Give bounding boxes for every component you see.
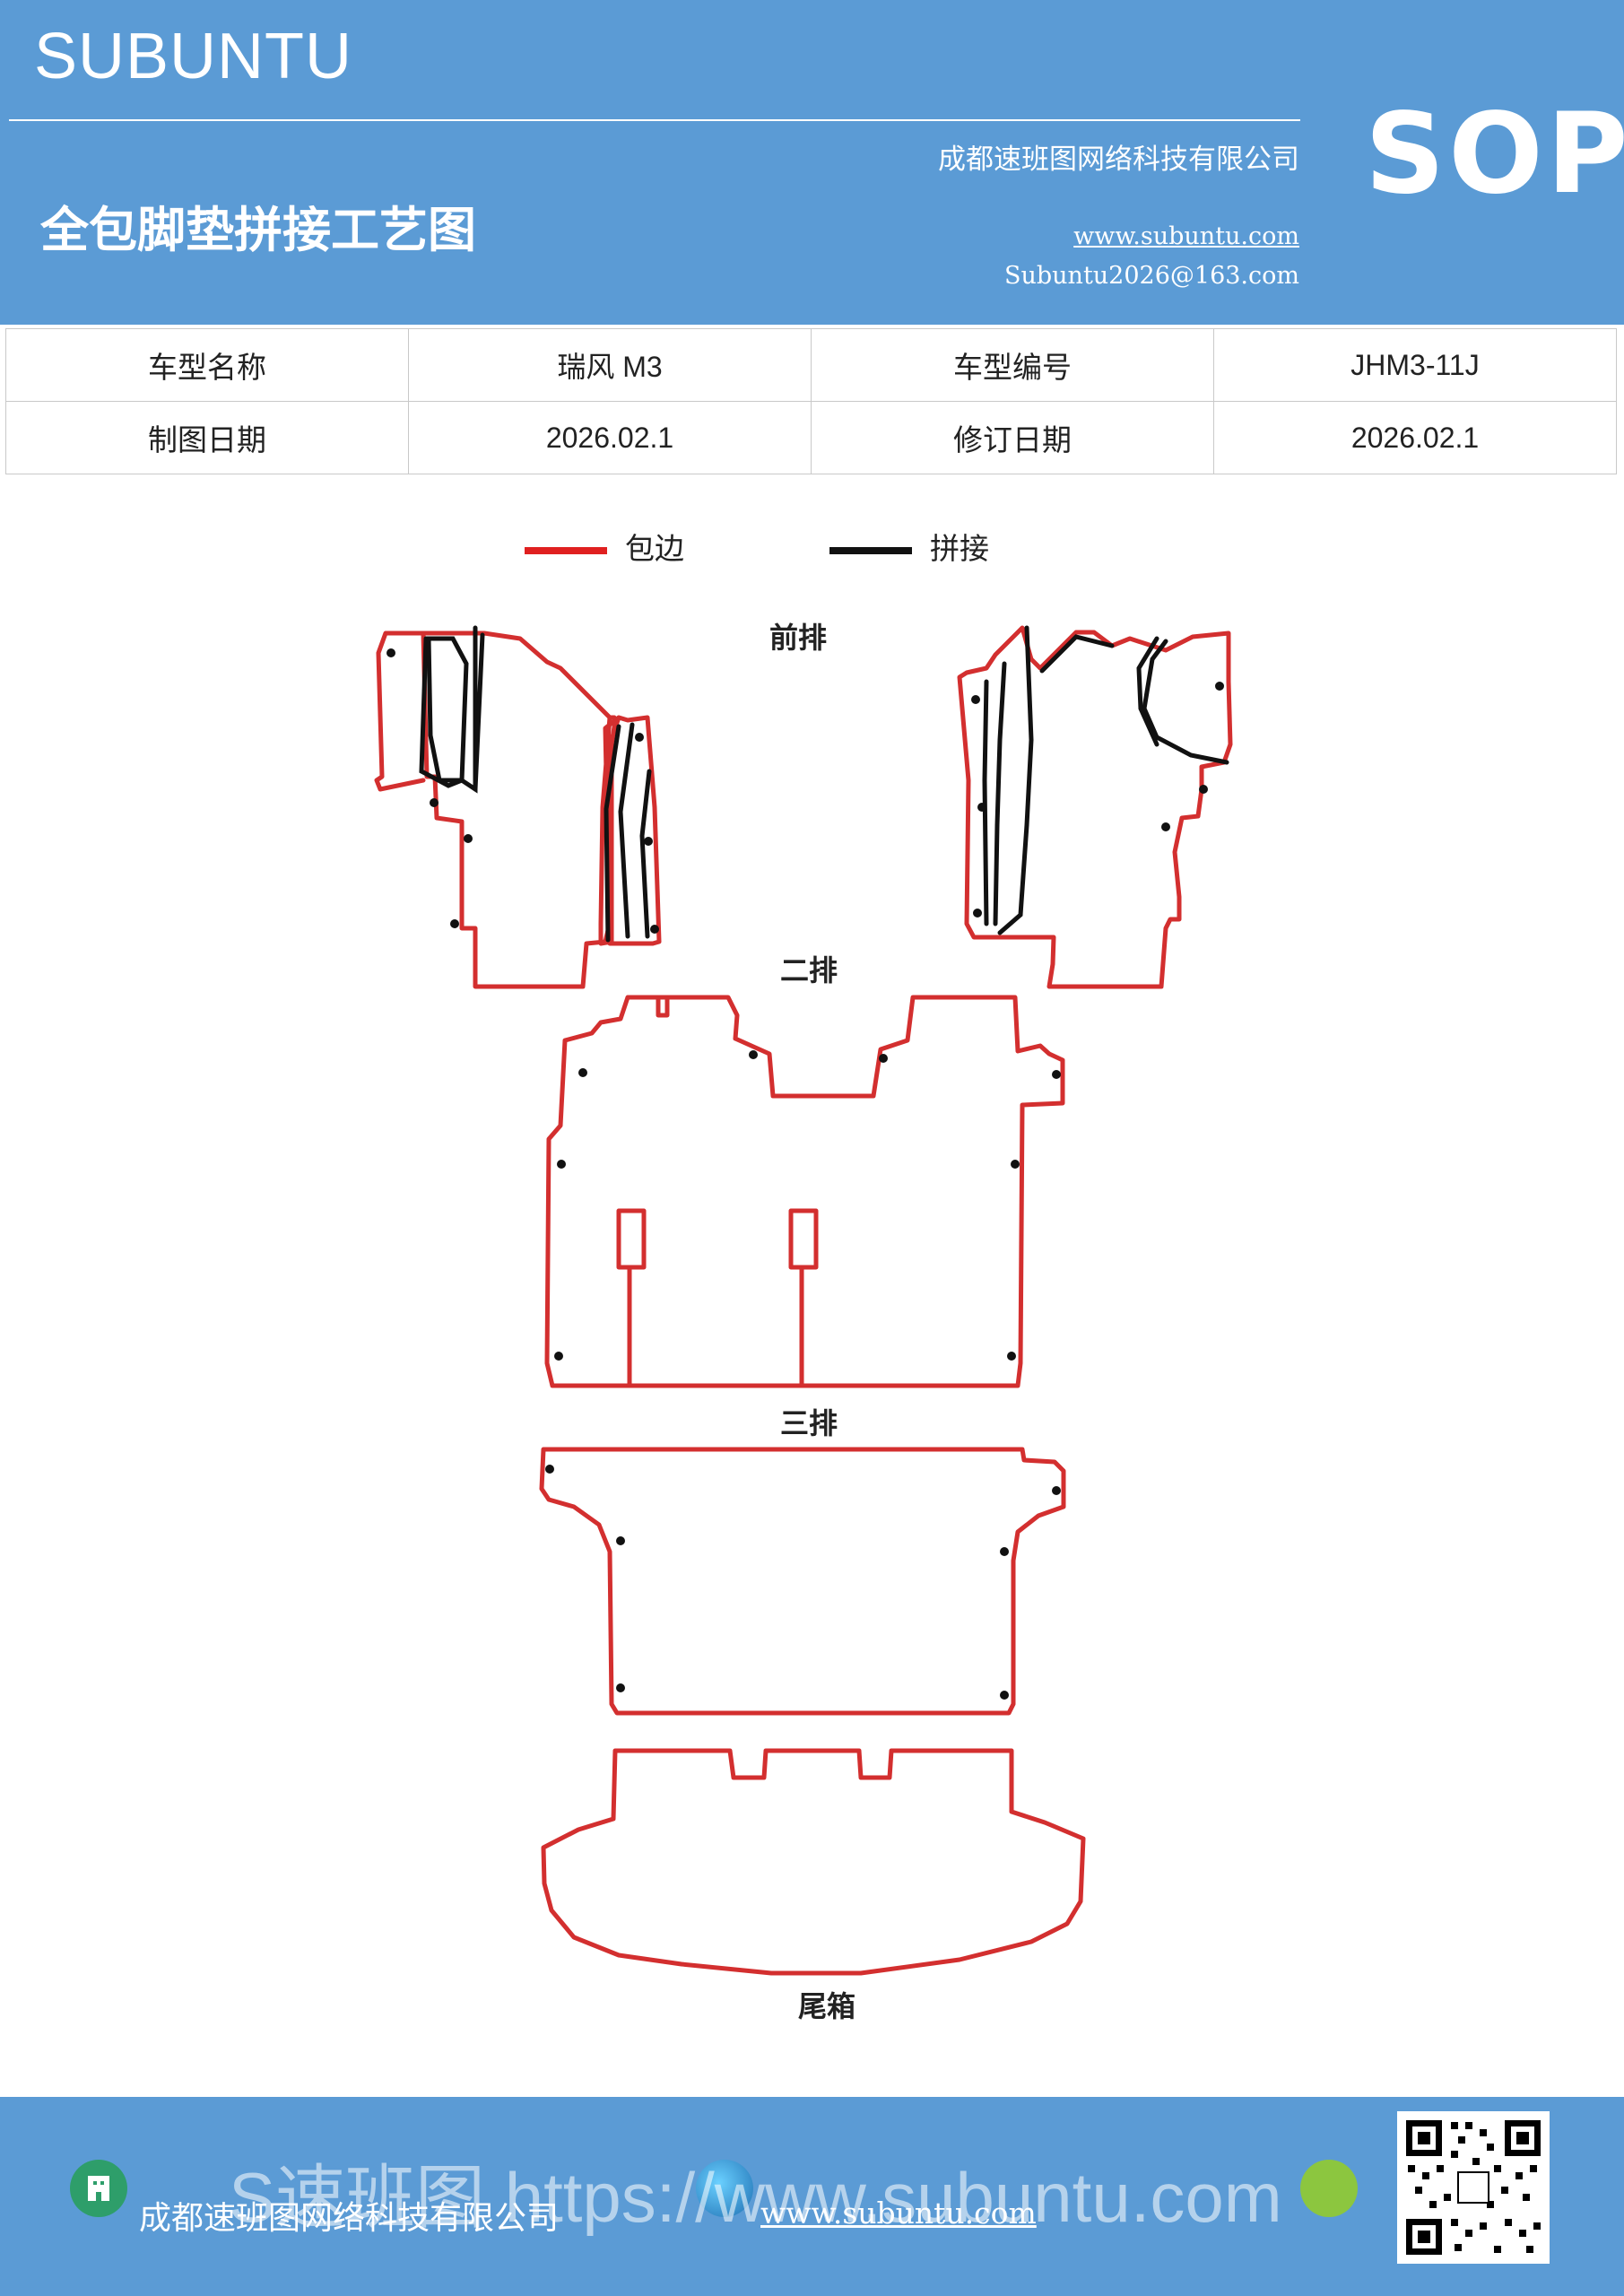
front-right-seam-3 bbox=[982, 679, 989, 926]
grommet-dot bbox=[1007, 1352, 1016, 1361]
grommet-dot bbox=[1011, 1160, 1020, 1169]
grommet-dot bbox=[616, 1683, 625, 1692]
label-draw-date: 制图日期 bbox=[5, 401, 409, 474]
second-row-mat bbox=[544, 995, 1065, 1388]
value-revise-date: 2026.02.1 bbox=[1213, 401, 1617, 474]
footer-website-link[interactable]: www.subuntu.com bbox=[760, 2196, 1037, 2231]
value-draw-date: 2026.02.1 bbox=[408, 401, 812, 474]
legend-label-edge: 包边 bbox=[625, 531, 684, 566]
footer-watermark: S速班图 https://www.subuntu.com bbox=[229, 2158, 1282, 2237]
value-model-name: 瑞风 M3 bbox=[408, 328, 812, 402]
grommet-dot bbox=[464, 834, 473, 843]
grommet-dot bbox=[616, 1536, 625, 1545]
grommet-dot bbox=[644, 837, 653, 846]
footer-banner: 成都速班图网络科技有限公司 www.subuntu.com S速班图 https… bbox=[0, 2097, 1624, 2296]
front-right-mat bbox=[957, 625, 1233, 989]
grommet-dot bbox=[430, 798, 439, 807]
front-left-seam-3 bbox=[473, 632, 485, 792]
grommet-dot bbox=[578, 1068, 587, 1077]
value-model-code: JHM3-11J bbox=[1213, 328, 1617, 402]
label-model-code: 车型编号 bbox=[811, 328, 1214, 402]
grommet-dot bbox=[545, 1465, 554, 1474]
legend-label-seam: 拼接 bbox=[930, 531, 989, 566]
front-right-seam-6 bbox=[1136, 636, 1159, 747]
qr-code-icon bbox=[1397, 2111, 1550, 2264]
grommet-dot bbox=[1052, 1070, 1061, 1079]
grommet-dot bbox=[1161, 822, 1170, 831]
grommet-dot bbox=[650, 925, 659, 934]
front-right-seam-2 bbox=[993, 661, 1007, 926]
front-left-seam-6 bbox=[639, 769, 652, 939]
grommet-dot bbox=[386, 648, 395, 657]
front-left-mat bbox=[374, 631, 662, 989]
info-table: 车型名称 瑞风 M3 车型编号 JHM3-11J 制图日期 2026.02.1 … bbox=[5, 328, 1617, 474]
legend-swatch-red bbox=[525, 546, 607, 554]
document-title: 全包脚垫拼接工艺图 bbox=[40, 202, 476, 258]
grommet-dot bbox=[1199, 785, 1208, 794]
section-label-trunk: 尾箱 bbox=[798, 1989, 855, 2023]
legend-item-edge: 包边 bbox=[525, 525, 684, 568]
mat-drawing: 前排 二排 三排 尾箱 bbox=[374, 621, 1233, 2023]
grommet-dot bbox=[971, 695, 980, 704]
grommet-dot bbox=[635, 733, 644, 742]
front-right-seam-1 bbox=[997, 625, 1034, 935]
header-banner: SUBUNTU 全包脚垫拼接工艺图 成都速班图网络科技有限公司 www.subu… bbox=[0, 0, 1624, 325]
grommet-dot bbox=[973, 909, 982, 918]
section-label-front: 前排 bbox=[769, 621, 827, 655]
legend-swatch-black bbox=[829, 546, 912, 554]
table-row: 车型名称 瑞风 M3 车型编号 JHM3-11J bbox=[5, 328, 1617, 402]
header-divider bbox=[9, 119, 1300, 121]
grommet-dot bbox=[749, 1050, 758, 1059]
wechat-icon bbox=[1300, 2160, 1358, 2217]
footer-company: 成都速班图网络科技有限公司 bbox=[139, 2200, 560, 2237]
grommet-dot bbox=[1000, 1547, 1009, 1556]
grommet-dot bbox=[1052, 1486, 1061, 1495]
section-label-third: 三排 bbox=[780, 1406, 838, 1440]
grommet-dot bbox=[557, 1160, 566, 1169]
label-model-name: 车型名称 bbox=[5, 328, 409, 402]
grommet-dot bbox=[1000, 1691, 1009, 1700]
company-name: 成都速班图网络科技有限公司 bbox=[938, 144, 1299, 176]
front-left-seam-5 bbox=[618, 722, 635, 939]
building-icon bbox=[70, 2160, 127, 2217]
grommet-dot bbox=[554, 1352, 563, 1361]
section-label-second: 二排 bbox=[780, 953, 838, 987]
brand-name: SUBUNTU bbox=[34, 21, 353, 92]
legend-item-seam: 拼接 bbox=[829, 525, 989, 568]
front-right-seam-5 bbox=[1142, 639, 1229, 765]
grommet-dot bbox=[450, 919, 459, 928]
grommet-dot bbox=[977, 803, 986, 812]
front-left-seam-2 bbox=[426, 636, 469, 783]
trunk-mat bbox=[541, 1748, 1086, 1976]
front-right-seam-4 bbox=[1039, 634, 1115, 674]
third-row-mat bbox=[539, 1447, 1066, 1716]
website-link[interactable]: www.subuntu.com bbox=[1073, 222, 1299, 250]
sop-badge: SOP bbox=[1365, 90, 1624, 219]
email-address: Subuntu2026@163.com bbox=[1004, 262, 1299, 290]
grommet-dot bbox=[1215, 682, 1224, 691]
label-revise-date: 修订日期 bbox=[811, 401, 1214, 474]
front-left-seam-4 bbox=[604, 724, 621, 943]
globe-icon bbox=[696, 2160, 753, 2217]
table-row: 制图日期 2026.02.1 修订日期 2026.02.1 bbox=[5, 401, 1617, 474]
grommet-dot bbox=[879, 1054, 888, 1063]
